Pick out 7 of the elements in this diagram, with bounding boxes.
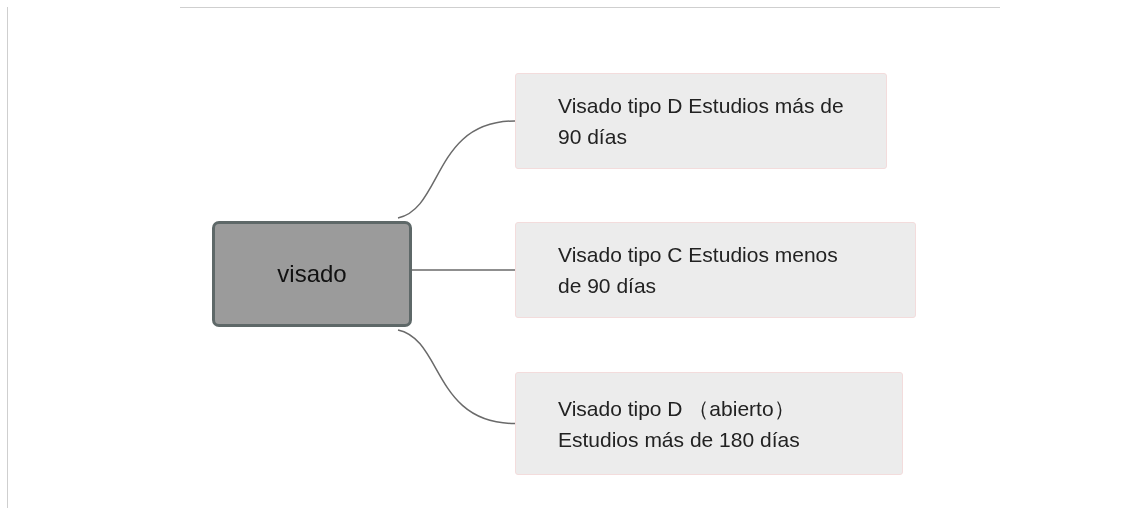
- branch-box: Visado tipo D Estudios más de 90 días: [515, 73, 887, 169]
- branch-box: Visado tipo D （abierto） Estudios más de 180 días: [515, 372, 903, 475]
- connector-line: [411, 269, 516, 271]
- branch-box: Visado tipo C Estudios menos de 90 días: [515, 222, 916, 318]
- connector-line: [397, 329, 516, 425]
- topic-box: visado: [212, 221, 412, 327]
- connector-line: [397, 120, 516, 219]
